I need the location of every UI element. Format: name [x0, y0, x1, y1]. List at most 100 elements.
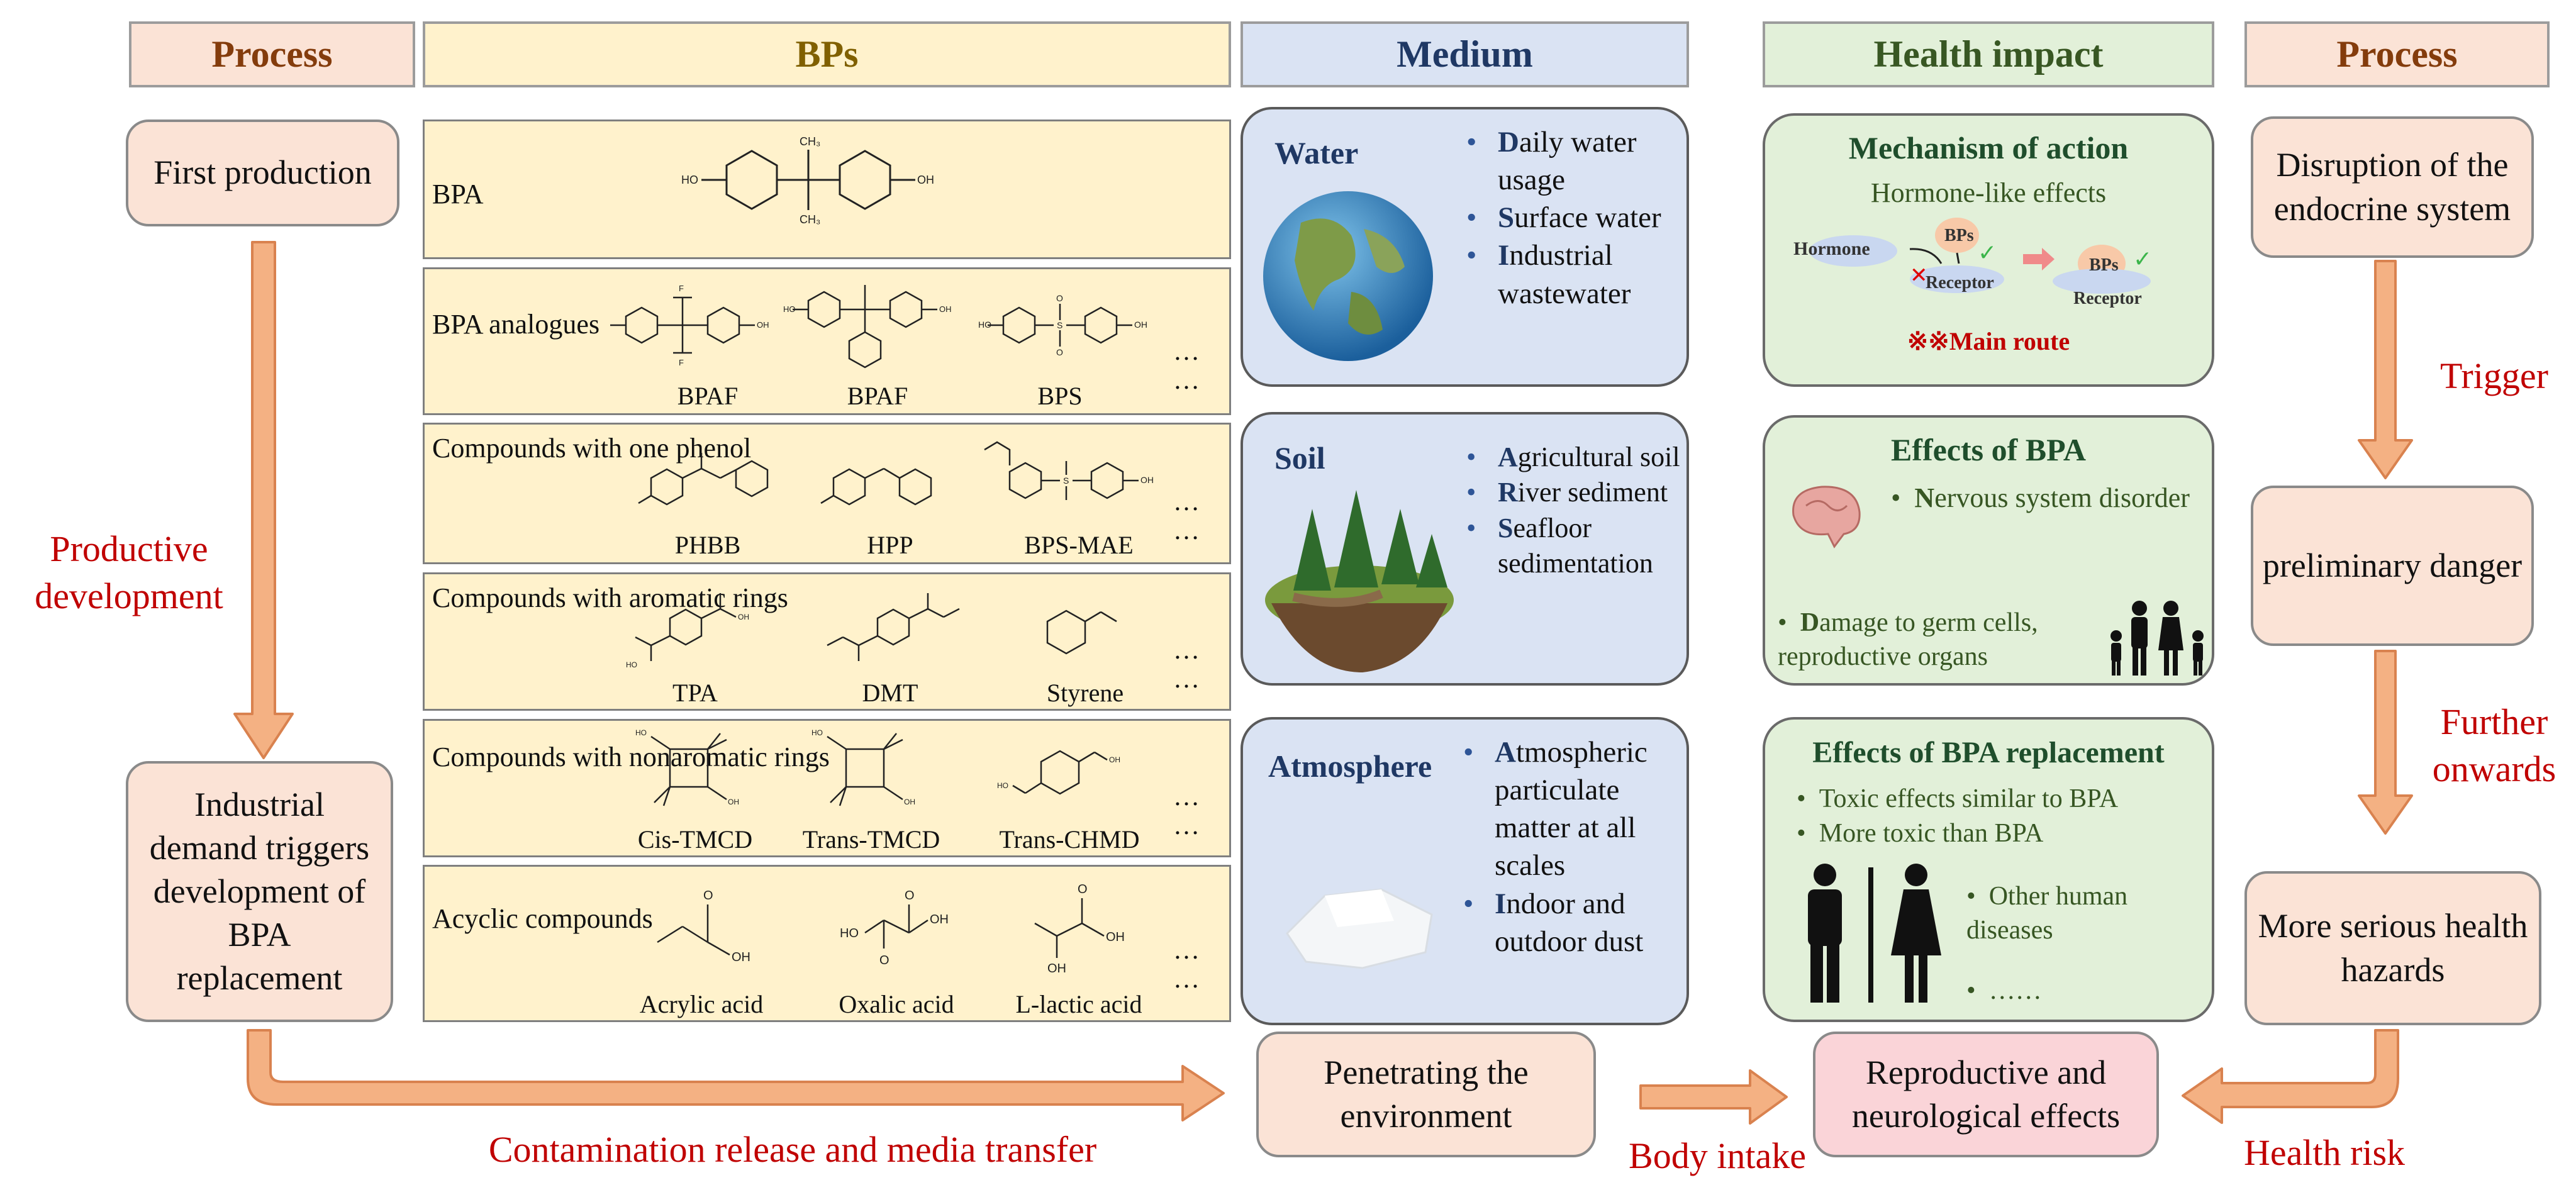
reproductive-box: Reproductive and neurological effects	[1813, 1032, 2159, 1157]
preliminary-label: preliminary danger	[2262, 546, 2523, 584]
ellipsis-2: …	[1173, 965, 1200, 994]
trigger-label: Trigger	[2440, 355, 2548, 396]
reproductive-label: Reproductive and neurological effects	[1851, 1053, 2121, 1135]
atmosphere-item: •Atmospheric particulate matter at all s…	[1463, 736, 1648, 882]
further-label: Further onwards	[2432, 701, 2556, 790]
bp-label: Acyclic compounds	[432, 903, 653, 934]
header-health-label: Health impact	[1873, 33, 2104, 75]
cloud-icon	[1286, 888, 1433, 969]
svg-text:S: S	[1057, 320, 1062, 330]
svg-text:OH: OH	[904, 798, 915, 806]
first-production-box: First production	[126, 120, 399, 226]
arrow-further	[2358, 650, 2413, 835]
compound-name: PHBB	[674, 531, 741, 559]
item-initial: A	[1495, 736, 1516, 769]
ellipsis-2: …	[1173, 665, 1200, 694]
svg-text:HO: HO	[997, 781, 1008, 790]
damage-item: • Damage to germ cells, reproductive org…	[1778, 608, 2038, 671]
industrial-demand-label: Industrial demand triggers development o…	[149, 785, 370, 998]
header-process-right-label: Process	[2336, 33, 2458, 75]
svg-text:CH₃: CH₃	[800, 135, 820, 148]
compound-name: Trans-CHMD	[999, 825, 1140, 854]
svg-text:OH: OH	[1047, 962, 1066, 976]
compound-name: BPS-MAE	[1024, 531, 1134, 559]
header-bps-label: BPs	[795, 33, 859, 75]
header-health-impact: Health impact	[1763, 21, 2214, 87]
receptor-label: Receptor	[1926, 273, 1994, 292]
compound-name: HPP	[867, 531, 913, 559]
water-list: •Daily water usage •Surface water •Indus…	[1466, 123, 1680, 313]
mechanism-subtitle: Hormone-like effects	[1870, 177, 2107, 208]
svg-text:OH: OH	[732, 950, 750, 964]
compound-name: BPAF	[847, 382, 908, 410]
svg-text:O: O	[1056, 347, 1063, 357]
header-medium: Medium	[1241, 21, 1689, 87]
acrylic-acid-structure: OOH	[657, 889, 750, 964]
ellipsis: ……	[1173, 782, 1200, 840]
ellipsis-2: …	[1173, 366, 1200, 396]
serious-hazards-box: More serious health hazards	[2244, 871, 2541, 1025]
ellipsis-2: …	[1173, 811, 1200, 841]
svg-text:OH: OH	[917, 174, 934, 186]
compound-name: Acrylic acid	[639, 990, 764, 1018]
compound-name: DMT	[862, 679, 918, 707]
globe-icon	[1263, 191, 1433, 361]
item-initial: R	[1498, 477, 1518, 508]
soil-item: •River sediment	[1466, 477, 1668, 508]
medium-soil-card: Soil •Agricultural soil •River sediment …	[1241, 412, 1689, 686]
atmosphere-list: •Atmospheric particulate matter at all s…	[1463, 733, 1683, 960]
item-text: eafloor sedimentation	[1498, 512, 1653, 579]
svg-text:HO: HO	[635, 728, 647, 737]
soil-title: Soil	[1274, 440, 1325, 476]
item-text: aily water usage	[1498, 126, 1637, 197]
receptor-diagram: ✕ ✓ ✓	[1809, 218, 2152, 294]
svg-text:HO: HO	[681, 174, 698, 186]
ellipsis: ……	[1173, 936, 1200, 994]
header-medium-label: Medium	[1397, 33, 1533, 75]
receptor-label: Receptor	[2073, 289, 2142, 308]
penetrating-box: Penetrating the environment	[1256, 1032, 1596, 1157]
item-text: Toxic effects similar to BPA	[1819, 784, 2119, 813]
ellipsis: ……	[1173, 487, 1200, 545]
hpp-structure	[820, 467, 932, 506]
svg-text:O: O	[1078, 882, 1088, 896]
item-initial: S	[1498, 512, 1514, 543]
effects-bpa-card: Effects of BPA • Nervous system disorder…	[1763, 415, 2214, 686]
bps-label: BPs	[1944, 226, 1974, 245]
preliminary-box: preliminary danger	[2251, 486, 2534, 646]
floating-island-icon	[1265, 490, 1454, 672]
bp-label: BPA	[432, 179, 484, 209]
family-icon	[2110, 601, 2204, 676]
svg-text:S: S	[1063, 476, 1069, 486]
soil-item: •Agricultural soil	[1466, 442, 1680, 472]
svg-text:HO: HO	[978, 320, 991, 330]
soil-list: •Agricultural soil •River sediment •Seaf…	[1466, 440, 1683, 581]
svg-text:OH: OH	[1106, 930, 1125, 944]
item-text: iver sediment	[1517, 477, 1668, 508]
hormone-label: Hormone	[1793, 238, 1870, 259]
soil-item: •Seafloor sedimentation	[1466, 512, 1653, 579]
brain-icon	[1792, 486, 1861, 548]
bps-label: BPs	[2089, 255, 2119, 275]
svg-text:OH: OH	[930, 913, 949, 926]
body-intake-label: Body intake	[1629, 1135, 1806, 1176]
svg-text:O: O	[905, 889, 915, 903]
phbb-structure	[638, 453, 769, 506]
item-initial: D	[1498, 126, 1519, 159]
svg-text:OH: OH	[1140, 475, 1154, 485]
water-title: Water	[1274, 135, 1359, 170]
item-text: More toxic than BPA	[1819, 819, 2044, 848]
header-process-right: Process	[2244, 21, 2550, 87]
disruption-label: Disruption of the endocrine system	[2273, 146, 2511, 228]
compound-name: BPAF	[677, 382, 739, 410]
serious-hazards-label: More serious health hazards	[2258, 907, 2528, 989]
header-process-left-label: Process	[211, 33, 333, 75]
